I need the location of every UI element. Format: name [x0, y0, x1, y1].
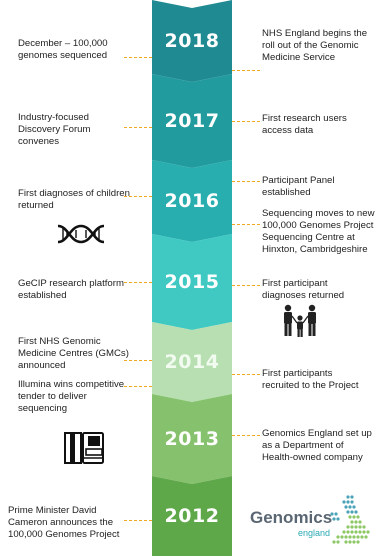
event-2014-left-b: Illumina wins competitive tender to deli…: [18, 379, 125, 414]
connector-2015-right: [232, 285, 260, 286]
uk-map-icon: [330, 495, 370, 544]
genomics-england-logo: Genomics england: [250, 495, 375, 550]
event-2014-left-a: First NHS Genomic Medicine Centres (GMCs…: [18, 336, 129, 371]
sequencer-icon: [64, 432, 104, 464]
year-label: 2012: [164, 505, 220, 527]
connector-2015-left: [124, 282, 152, 283]
year-label: 2017: [164, 110, 220, 132]
connector-2014-right: [232, 374, 260, 375]
connector-2014-left-a: [124, 360, 152, 361]
event-2015-left: GeCIP research platform established: [18, 278, 124, 301]
event-2016-left: First diagnoses of children returned: [18, 188, 130, 211]
connector-2016-left: [124, 196, 152, 197]
connector-2017-right: [232, 121, 260, 122]
event-2012-left: Prime Minister David Cameron announces t…: [8, 505, 120, 540]
year-2012-segment: 2012: [152, 476, 232, 556]
event-2018-left: December – 100,000 genomes sequenced: [18, 38, 108, 61]
year-label: 2015: [164, 271, 220, 293]
event-2013-right: Genomics England set up as a Department …: [262, 428, 372, 463]
connector-2016-right-a: [232, 181, 260, 182]
year-label: 2018: [164, 30, 220, 52]
logo-wordmark: Genomics: [250, 508, 333, 527]
year-2016-segment: 2016: [152, 160, 232, 242]
connector-2014-left-b: [124, 386, 152, 387]
connector-2017-left: [124, 127, 152, 128]
event-2016-right-a: Participant Panel established: [262, 175, 335, 198]
year-label: 2016: [164, 190, 220, 212]
connector-2018-right: [232, 70, 260, 71]
timeline: 2018 2017 2016 2015 2014 2013 2012: [152, 0, 232, 556]
event-2014-right: First participants recruited to the Proj…: [262, 368, 359, 391]
year-2013-segment: 2013: [152, 394, 232, 484]
connector-2018-left: [124, 57, 152, 58]
logo-subtitle: england: [298, 528, 331, 538]
event-2017-right: First research users access data: [262, 113, 347, 136]
year-label: 2013: [164, 428, 220, 450]
year-2015-segment: 2015: [152, 234, 232, 330]
dna-icon: [57, 224, 105, 244]
year-2018-segment: 2018: [152, 0, 232, 82]
connector-2012-left: [124, 520, 152, 521]
connector-2013-right: [232, 435, 260, 436]
family-icon: [284, 304, 316, 337]
event-2016-right-b: Sequencing moves to new 100,000 Genomes …: [262, 208, 375, 255]
event-2018-right: NHS England begins the roll out of the G…: [262, 28, 368, 63]
year-2017-segment: 2017: [152, 74, 232, 168]
year-label: 2014: [164, 351, 220, 373]
event-2015-right: First participant diagnoses returned: [262, 278, 345, 301]
connector-2016-right-b: [232, 224, 260, 225]
year-2014-segment: 2014: [152, 322, 232, 402]
event-2017-left: Industry-focused Discovery Forum convene…: [18, 112, 91, 147]
